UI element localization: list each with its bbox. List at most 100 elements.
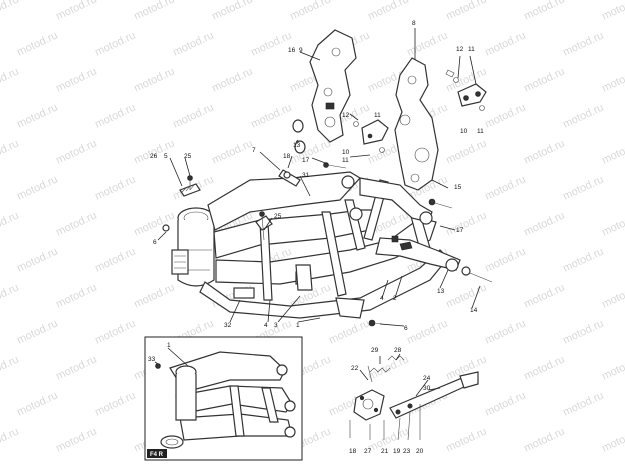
callout-8: 8 — [412, 20, 416, 27]
main-frame-drawing — [157, 28, 493, 327]
callout-7: 7 — [252, 147, 256, 154]
watermark-text-62: motod.ru — [600, 209, 625, 238]
callout-12: 12 — [456, 46, 464, 53]
watermark-text-72: motod.ru — [0, 281, 21, 310]
watermark-text-19: motod.ru — [54, 65, 98, 94]
watermark-text-20: motod.ru — [132, 65, 176, 94]
watermark-text-34: motod.ru — [561, 101, 605, 130]
watermark-text-91: motod.ru — [54, 353, 98, 382]
watermark-text-7: motod.ru — [522, 0, 566, 23]
watermark-text-16: motod.ru — [561, 29, 605, 58]
watermark-text-12: motod.ru — [249, 29, 293, 58]
callout-5: 5 — [164, 153, 168, 160]
watermark-text-63: motod.ru — [15, 245, 59, 274]
callout-4: 4 — [264, 322, 268, 329]
watermark-text-8: motod.ru — [600, 0, 625, 23]
watermark-text-87: motod.ru — [483, 317, 527, 346]
callout-1: 1 — [296, 322, 300, 329]
watermark-text-29: motod.ru — [171, 101, 215, 130]
watermark-text-52: motod.ru — [561, 173, 605, 202]
watermark-text-105: motod.ru — [483, 389, 527, 418]
callout-21: 21 — [381, 448, 389, 455]
callout-2: 2 — [393, 295, 397, 302]
callout-6: 6 — [404, 325, 408, 332]
watermark-text-26: motod.ru — [600, 65, 625, 94]
watermark-text-30: motod.ru — [249, 101, 293, 130]
watermark-text-4: motod.ru — [288, 0, 332, 23]
watermark-text-115: motod.ru — [522, 425, 566, 454]
watermark-text-55: motod.ru — [54, 209, 98, 238]
watermark-text-114: motod.ru — [444, 425, 488, 454]
watermark-text-69: motod.ru — [483, 245, 527, 274]
watermark-text-81: motod.ru — [15, 317, 59, 346]
watermark-text-64: motod.ru — [93, 245, 137, 274]
inset-view — [144, 336, 303, 461]
callout-23: 23 — [403, 448, 411, 455]
callout-17: 17 — [456, 227, 464, 234]
watermark-text-100: motod.ru — [93, 389, 137, 418]
callout-13: 13 — [437, 288, 445, 295]
watermark-text-95: motod.ru — [366, 353, 410, 382]
callout-15: 15 — [454, 184, 462, 191]
watermark-text-6: motod.ru — [444, 0, 488, 23]
watermark-text-78: motod.ru — [444, 281, 488, 310]
callout-18: 18 — [349, 448, 357, 455]
watermark-text-45: motod.ru — [15, 173, 59, 202]
watermark-text-33: motod.ru — [483, 101, 527, 130]
callout-3: 3 — [274, 322, 278, 329]
callout-10: 10 — [342, 149, 350, 156]
callout-28: 28 — [394, 347, 402, 354]
watermark-text-109: motod.ru — [54, 425, 98, 454]
watermark-text-37: motod.ru — [54, 137, 98, 166]
callout-4: 4 — [380, 295, 384, 302]
watermark-text-86: motod.ru — [405, 317, 449, 346]
watermark-text-106: motod.ru — [561, 389, 605, 418]
watermark-text-70: motod.ru — [561, 245, 605, 274]
watermark-text-39: motod.ru — [210, 137, 254, 166]
watermark-text-28: motod.ru — [93, 101, 137, 130]
callout-11: 11 — [468, 46, 475, 53]
callout-26: 26 — [150, 153, 158, 160]
side-stand-assembly — [349, 353, 479, 441]
watermark-text-74: motod.ru — [132, 281, 176, 310]
callout-11: 11 — [477, 128, 484, 135]
callout-30: 30 — [423, 385, 431, 392]
callout-18: 18 — [283, 153, 291, 160]
watermark-text-90: motod.ru — [0, 353, 21, 382]
watermark-text-80: motod.ru — [600, 281, 625, 310]
watermark-text-51: motod.ru — [483, 173, 527, 202]
callout-6: 6 — [153, 239, 157, 246]
callout-labels: 8 16 9 12 11 10 11 12 11 13 7 18 17 10 1… — [148, 20, 484, 458]
callout-27: 27 — [364, 448, 372, 455]
watermark-text-21: motod.ru — [210, 65, 254, 94]
callout-31: 31 — [302, 172, 310, 179]
callout-10: 10 — [460, 128, 468, 135]
callout-1: 1 — [167, 342, 171, 349]
callout-11: 11 — [374, 112, 381, 119]
watermark-text-116: motod.ru — [600, 425, 625, 454]
watermark-text-73: motod.ru — [54, 281, 98, 310]
watermark-text-36: motod.ru — [0, 137, 21, 166]
watermark-text-61: motod.ru — [522, 209, 566, 238]
watermark-text-10: motod.ru — [93, 29, 137, 58]
callout-19: 19 — [393, 448, 401, 455]
callout-12: 12 — [342, 112, 350, 119]
watermark-text-14: motod.ru — [405, 29, 449, 58]
watermark-text-9: motod.ru — [15, 29, 59, 58]
watermark-text-99: motod.ru — [15, 389, 59, 418]
watermark-text-46: motod.ru — [93, 173, 137, 202]
callout-13: 13 — [293, 142, 301, 149]
watermark-text-3: motod.ru — [210, 0, 254, 23]
callout-25: 25 — [184, 153, 192, 160]
watermark-text-54: motod.ru — [0, 209, 21, 238]
watermark-text-108: motod.ru — [0, 425, 21, 454]
callout-29: 29 — [371, 347, 379, 354]
callout-20: 20 — [416, 448, 424, 455]
watermark-text-88: motod.ru — [561, 317, 605, 346]
watermark-text-1: motod.ru — [54, 0, 98, 23]
watermark-text-79: motod.ru — [522, 281, 566, 310]
watermark-text-43: motod.ru — [522, 137, 566, 166]
inset-badge-label: F4 R — [150, 452, 164, 458]
left-bracket-plate — [309, 29, 357, 143]
